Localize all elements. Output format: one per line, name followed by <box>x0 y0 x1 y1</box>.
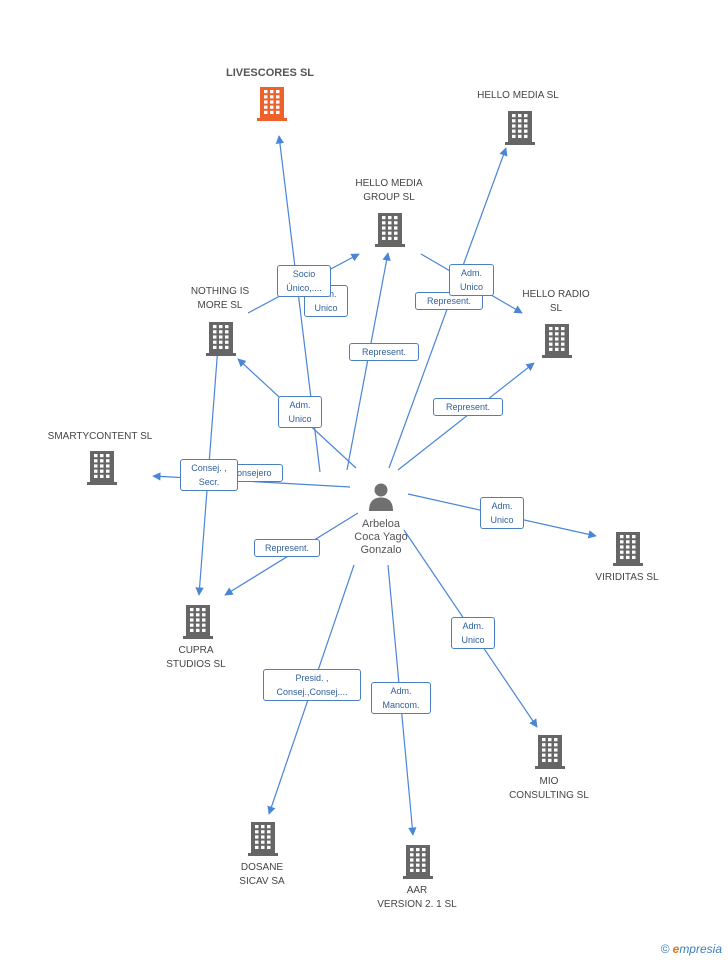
edge-label-aar: Adm. Mancom. <box>371 682 431 714</box>
edge-label-cupra: Represent. <box>254 539 320 557</box>
building-icon[interactable] <box>206 322 236 361</box>
edge-label-hello-radio: Represent. <box>433 398 503 416</box>
edge-label-group: Represent. <box>349 343 419 361</box>
edge-label-nothing: Adm. Unico <box>278 396 322 428</box>
edge-label-nothing-smarty: Consej. , Secr. <box>180 459 238 491</box>
building-icon[interactable] <box>248 822 278 861</box>
building-icon[interactable] <box>375 213 405 252</box>
copyright-symbol: © <box>660 942 670 956</box>
company-label-mio[interactable]: MIO CONSULTING SL <box>509 776 589 801</box>
brand-rest: mpresia <box>679 942 722 956</box>
company-label-viriditas[interactable]: VIRIDITAS SL <box>595 572 659 583</box>
company-label-cupra[interactable]: CUPRA STUDIOS SL <box>166 645 226 670</box>
building-icon[interactable] <box>613 532 643 571</box>
person-name[interactable]: Arbeloa Coca Yago Gonzalo <box>354 518 408 556</box>
company-label-livescores[interactable]: LIVESCORES SL <box>225 67 315 79</box>
company-label-smartycontent[interactable]: SMARTYCONTENT SL <box>47 431 153 442</box>
building-icon[interactable] <box>535 735 565 774</box>
person-icon[interactable] <box>366 482 396 517</box>
e-hello-media-group <box>346 252 391 471</box>
company-label-dosane[interactable]: DOSANE SICAV SA <box>239 862 285 887</box>
footer-brand[interactable]: ©empresia <box>661 942 722 956</box>
company-label-hello-media[interactable]: HELLO MEDIA SL <box>477 90 559 101</box>
company-label-hello-radio[interactable]: HELLO RADIO SL <box>522 289 590 314</box>
brand-e: e <box>672 942 680 956</box>
building-icon[interactable] <box>87 451 117 490</box>
edge-label-livescores: Socio Único,.... <box>277 265 331 297</box>
company-label-aar[interactable]: AAR VERSION 2. 1 SL <box>377 885 457 910</box>
building-icon[interactable] <box>505 111 535 150</box>
edge-label-mio: Adm. Unico <box>451 617 495 649</box>
edge-label-viriditas: Adm. Unico <box>480 497 524 529</box>
company-label-hello-media-group[interactable]: HELLO MEDIA GROUP SL <box>355 178 423 203</box>
building-icon[interactable] <box>257 87 287 126</box>
edge-label-dosane: Presid. , Consej.,Consej.... <box>263 669 361 701</box>
edge-label-hello-media: Adm. Unico <box>449 264 494 296</box>
e-hello-radio <box>397 362 535 471</box>
building-icon[interactable] <box>542 324 572 363</box>
building-icon[interactable] <box>183 605 213 644</box>
building-icon[interactable] <box>403 845 433 884</box>
company-label-nothing-is-more[interactable]: NOTHING IS MORE SL <box>190 286 250 311</box>
